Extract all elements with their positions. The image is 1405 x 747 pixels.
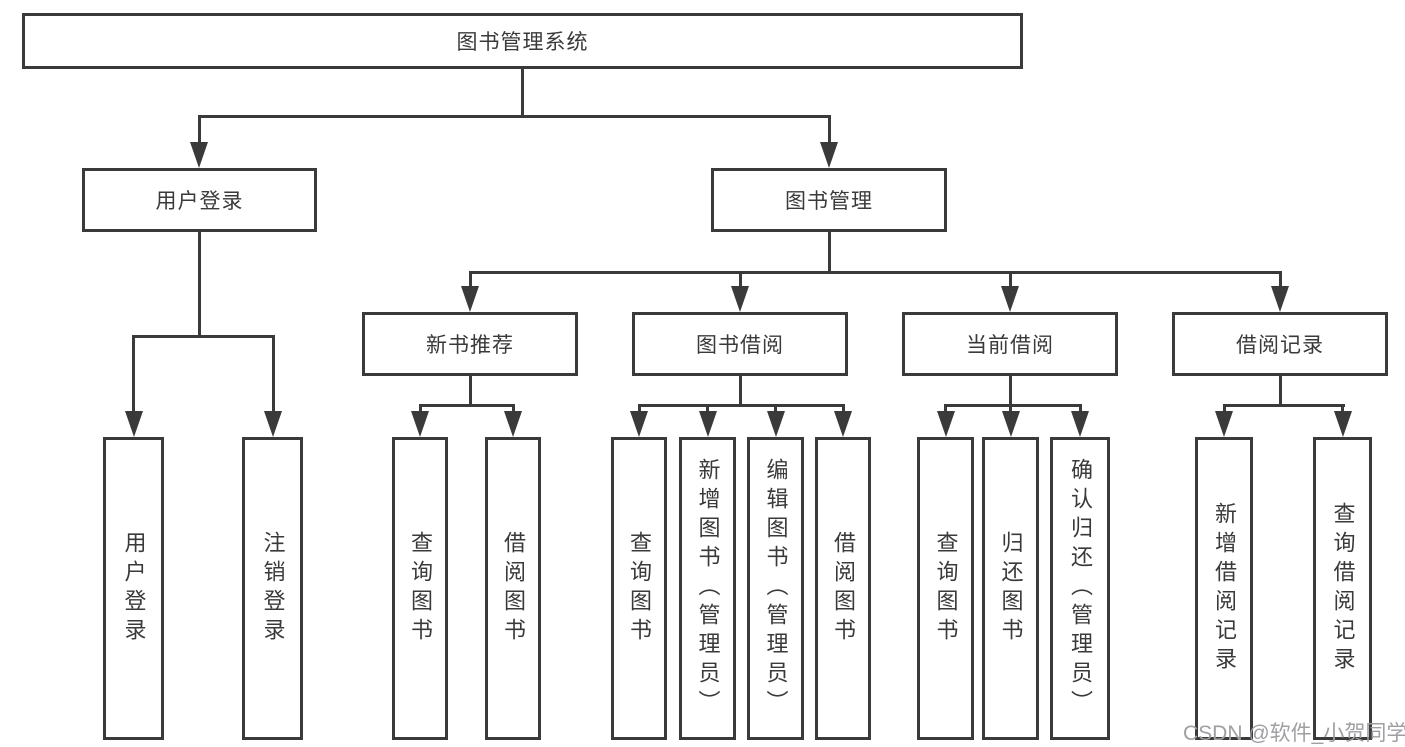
- connector-line: [1341, 404, 1344, 414]
- leaf-logout: 注销登录: [242, 437, 303, 740]
- leaf-add-borrow-record: 新增借阅记录: [1195, 437, 1253, 740]
- connector-line: [1008, 376, 1012, 407]
- node-book-borrowing: 图书借阅: [632, 312, 848, 376]
- node-new-book-recommend: 新书推荐: [362, 312, 578, 376]
- arrow-down-icon: [1271, 286, 1289, 312]
- connector-line: [468, 271, 1282, 274]
- leaf-add-book-admin: 新增图书（管理员）: [679, 437, 736, 740]
- node-user-login: 用户登录: [82, 168, 317, 232]
- connector-line: [827, 115, 831, 145]
- arrow-down-icon: [731, 286, 749, 312]
- connector-line: [738, 271, 742, 289]
- leaf-query-books-borrowing-label: 查询图书: [627, 530, 652, 647]
- arrow-down-icon: [834, 411, 852, 437]
- connector-line: [1008, 271, 1012, 289]
- connector-line: [944, 404, 1081, 407]
- leaf-edit-book-admin-label: 编辑图书（管理员）: [763, 458, 789, 719]
- leaf-query-books-recommend: 查询图书: [392, 437, 448, 740]
- connector-line: [1222, 404, 1345, 407]
- connector-line: [1278, 376, 1282, 407]
- leaf-borrow-books-recommend-label: 借阅图书: [501, 530, 526, 647]
- connector-line: [706, 404, 709, 414]
- connector-line: [468, 271, 472, 289]
- arrow-down-icon: [820, 142, 838, 168]
- arrow-down-icon: [461, 286, 479, 312]
- leaf-confirm-return-admin-label: 确认归还（管理员）: [1068, 458, 1093, 719]
- connector-line: [418, 404, 422, 414]
- connector-line: [197, 115, 831, 118]
- arrow-down-icon: [1071, 411, 1089, 437]
- arrow-down-icon: [1001, 411, 1020, 437]
- node-current-borrowing: 当前借阅: [902, 312, 1118, 376]
- leaf-query-books-current-label: 查询图书: [933, 530, 959, 647]
- leaf-edit-book-admin: 编辑图书（管理员）: [747, 437, 804, 740]
- connector-line: [511, 404, 515, 414]
- node-new-book-recommend-label: 新书推荐: [426, 334, 514, 357]
- csdn-watermark: CSDN @软件_小贺同学: [1183, 722, 1405, 745]
- node-root-label: 图书管理系统: [456, 31, 589, 54]
- leaf-add-borrow-record-label: 新增借阅记录: [1212, 501, 1237, 676]
- leaf-query-borrow-record-label: 查询借阅记录: [1330, 501, 1356, 676]
- node-user-login-label: 用户登录: [155, 190, 244, 213]
- leaf-query-borrow-record: 查询借阅记录: [1313, 437, 1372, 740]
- leaf-logout-label: 注销登录: [260, 530, 286, 647]
- leaf-return-books-label: 归还图书: [998, 530, 1024, 647]
- connector-line: [1278, 271, 1282, 289]
- leaf-return-books: 归还图书: [982, 437, 1039, 740]
- connector-line: [637, 404, 641, 414]
- arrow-down-icon: [411, 411, 429, 437]
- leaf-query-books-current: 查询图书: [917, 437, 974, 740]
- node-borrow-records: 借阅记录: [1172, 312, 1388, 376]
- leaf-borrow-books-borrowing: 借阅图书: [815, 437, 871, 740]
- node-root: 图书管理系统: [22, 13, 1023, 69]
- connector-line: [520, 69, 524, 118]
- connector-line: [197, 115, 201, 145]
- connector-line: [1222, 404, 1226, 414]
- node-current-borrowing-label: 当前借阅: [966, 334, 1054, 357]
- connector-line: [418, 404, 515, 407]
- leaf-borrow-books-recommend: 借阅图书: [485, 437, 541, 740]
- arrow-down-icon: [1333, 411, 1352, 437]
- arrow-down-icon: [936, 411, 955, 437]
- connector-line: [271, 335, 275, 415]
- connector-line: [197, 232, 201, 338]
- node-book-management: 图书管理: [711, 168, 947, 232]
- arrow-down-icon: [124, 411, 143, 437]
- connector-line: [637, 404, 845, 407]
- connector-line: [131, 335, 135, 415]
- leaf-borrow-books-borrowing-label: 借阅图书: [831, 530, 856, 647]
- node-book-borrowing-label: 图书借阅: [696, 334, 784, 357]
- leaf-add-book-admin-label: 新增图书（管理员）: [695, 458, 721, 719]
- leaf-user-login: 用户登录: [103, 437, 164, 740]
- connector-line: [468, 376, 472, 407]
- connector-line: [774, 404, 777, 414]
- leaf-user-login-label: 用户登录: [121, 530, 147, 647]
- leaf-confirm-return-admin: 确认归还（管理员）: [1050, 437, 1110, 740]
- node-book-management-label: 图书管理: [785, 190, 873, 213]
- connector-line: [944, 404, 947, 414]
- connector-line: [738, 376, 742, 407]
- connector-line: [1078, 404, 1082, 414]
- arrow-down-icon: [1215, 411, 1233, 437]
- arrow-down-icon: [630, 411, 648, 437]
- arrow-down-icon: [1001, 286, 1019, 312]
- arrow-down-icon: [263, 411, 282, 437]
- arrow-down-icon: [190, 142, 208, 168]
- connector-line: [131, 335, 275, 338]
- connector-line: [827, 232, 831, 274]
- arrow-down-icon: [766, 411, 785, 437]
- leaf-query-books-borrowing: 查询图书: [611, 437, 667, 740]
- node-borrow-records-label: 借阅记录: [1236, 334, 1324, 357]
- arrow-down-icon: [698, 411, 717, 437]
- connector-line: [841, 404, 845, 414]
- connector-line: [1009, 404, 1012, 414]
- leaf-query-books-recommend-label: 查询图书: [408, 530, 433, 647]
- arrow-down-icon: [504, 411, 522, 437]
